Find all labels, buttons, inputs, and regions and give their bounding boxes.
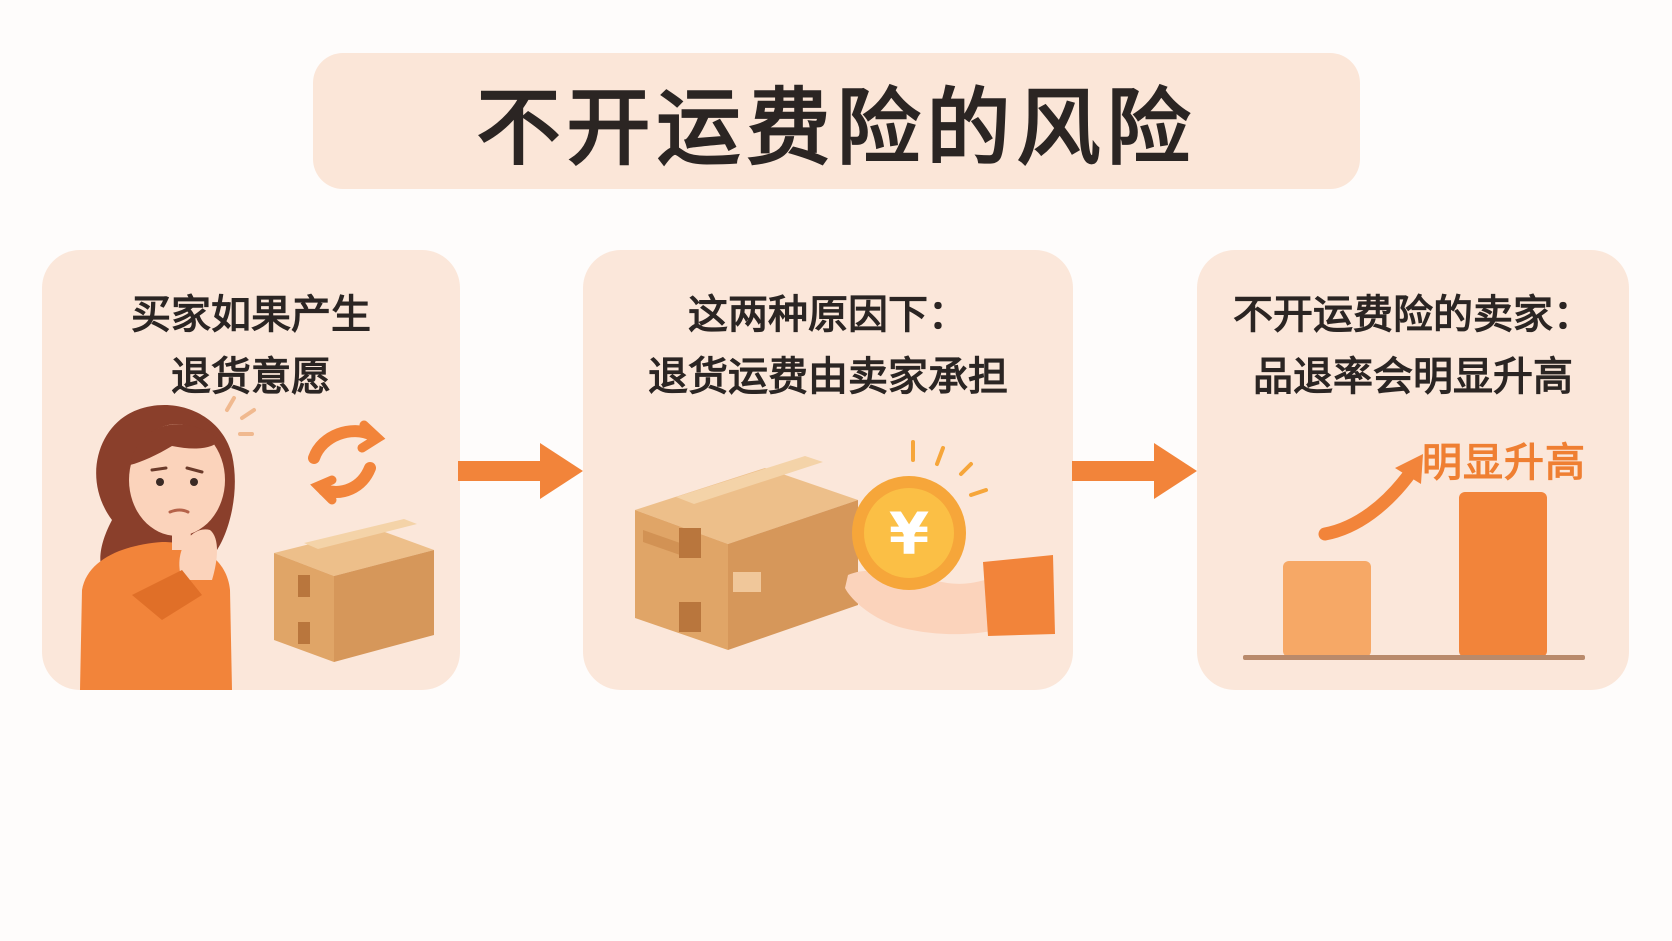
panel-3-line-2: 品退率会明显升高: [1253, 354, 1573, 400]
panel-2-illustration: ¥: [635, 440, 1055, 650]
bar-after: [1459, 492, 1547, 657]
chart-baseline: [1243, 655, 1585, 660]
title-banner: 不开运费险的风险: [313, 53, 1360, 189]
panel-2-caption: 这两种原因下： 退货运费由卖家承担: [583, 284, 1073, 408]
panel-buyer-return-intent: 买家如果产生 退货意愿: [42, 250, 460, 690]
panel-1-caption: 买家如果产生 退货意愿: [42, 284, 460, 408]
flow-arrow-icon: [1072, 443, 1197, 499]
panel-2-line-2: 退货运费由卖家承担: [648, 354, 1008, 400]
panel-return-rate-rises: 不开运费险的卖家： 品退率会明显升高: [1197, 250, 1629, 690]
coin-symbol: ¥: [889, 500, 929, 568]
bar-chart-icon: [1243, 492, 1585, 660]
panel-seller-pays-shipping: 这两种原因下： 退货运费由卖家承担 ¥: [583, 250, 1073, 690]
thinking-woman-icon: [80, 396, 256, 690]
panel-3-line-1: 不开运费险的卖家：: [1233, 292, 1593, 338]
parcel-box-icon: [274, 519, 434, 662]
panel-3-illustration: [1243, 454, 1585, 660]
rising-arrow-icon: [1318, 454, 1423, 541]
page-title: 不开运费险的风险: [476, 78, 1197, 177]
parcel-box-icon: [635, 456, 858, 650]
panel-2-line-1: 这两种原因下：: [688, 292, 968, 338]
coin-in-hand-icon: ¥: [845, 440, 1055, 636]
flow-arrow-icon: [458, 443, 583, 499]
panel-1-line-1: 买家如果产生: [131, 292, 371, 338]
panel-1-illustration: [80, 396, 434, 690]
return-arrows-icon: [308, 420, 386, 505]
rise-label: 明显升高: [1422, 440, 1586, 486]
panel-3-caption: 不开运费险的卖家： 品退率会明显升高: [1197, 284, 1629, 408]
panel-1-line-2: 退货意愿: [171, 354, 331, 400]
bar-before: [1283, 561, 1371, 657]
